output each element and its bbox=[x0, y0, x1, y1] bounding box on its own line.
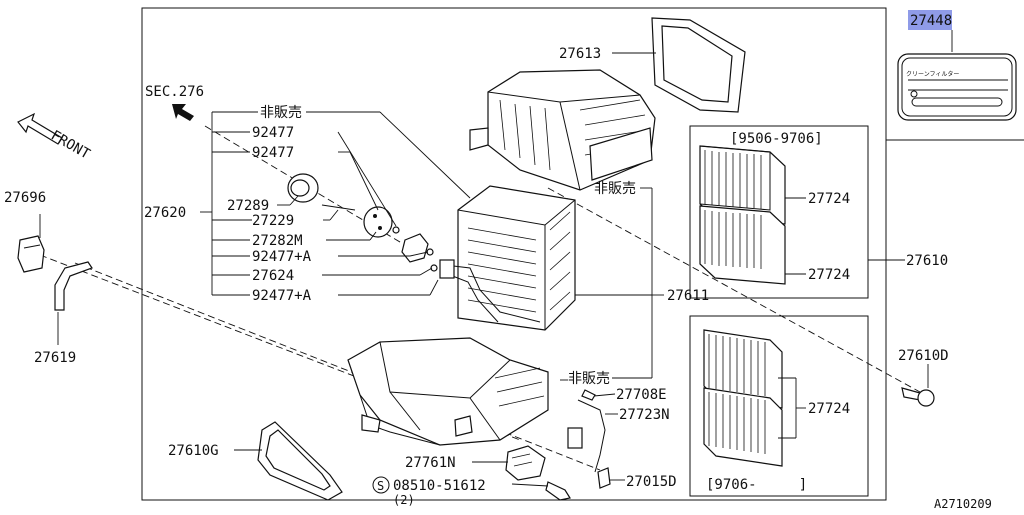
sec-label: SEC.276 bbox=[145, 84, 204, 100]
label-27610: 27610 bbox=[906, 253, 948, 269]
label-27723N: 27723N bbox=[619, 407, 670, 423]
part-27708E bbox=[581, 389, 596, 401]
clip-27015D bbox=[597, 467, 611, 489]
filter-group-1-frame bbox=[689, 125, 869, 299]
cabin-filter-1 bbox=[699, 145, 786, 225]
label-bolt-qty: (2) bbox=[393, 493, 415, 507]
main-frame bbox=[141, 7, 887, 501]
resistor-27761N bbox=[505, 445, 546, 481]
aspirator-27696 bbox=[17, 235, 45, 273]
bolt-symbol: S bbox=[377, 479, 384, 493]
screw-27610D bbox=[901, 387, 935, 407]
label-92477-b: 92477 bbox=[252, 145, 294, 161]
cabin-filter-3 bbox=[703, 329, 783, 409]
cabin-filter-4 bbox=[703, 387, 783, 467]
harness-27723N bbox=[567, 399, 606, 473]
front-arrow-icon bbox=[17, 112, 63, 145]
label-hanbai-2: 非販売 bbox=[594, 181, 636, 197]
front-label: FRONT bbox=[48, 128, 93, 163]
label-92477A-a: 92477+A bbox=[252, 249, 312, 265]
label-bolt-code: 08510-51612 bbox=[393, 478, 486, 494]
upper-case-part bbox=[469, 69, 656, 191]
label-27724-b: 27724 bbox=[808, 267, 850, 283]
label-27610G: 27610G bbox=[168, 443, 219, 459]
sec-arrow-icon bbox=[172, 104, 194, 121]
label-hanbai-1: 非販売 bbox=[260, 105, 302, 121]
expansion-valve-parts bbox=[287, 173, 438, 272]
part-labels: 27613 非販売 92477 92477 27289 27229 27282M… bbox=[4, 13, 992, 511]
label-hanbai-3: 非販売 bbox=[568, 371, 610, 387]
label-highlight bbox=[908, 10, 952, 30]
diagram-code: A2710209 bbox=[934, 497, 992, 511]
label-27229: 27229 bbox=[252, 213, 294, 229]
evaporator-part bbox=[439, 185, 576, 331]
filter-frame-27613 bbox=[651, 17, 746, 113]
label-frame bbox=[885, 8, 1024, 141]
label-27619: 27619 bbox=[34, 350, 76, 366]
label-range-2: [9706- ] bbox=[706, 477, 807, 493]
filter-label-text: クリーンフィルター bbox=[906, 70, 959, 78]
cabin-filter-2 bbox=[699, 205, 786, 285]
label-27448: 27448 bbox=[910, 13, 952, 29]
label-27289: 27289 bbox=[227, 198, 269, 214]
label-27708E: 27708E bbox=[616, 387, 667, 403]
label-27724-a: 27724 bbox=[808, 191, 850, 207]
label-27620: 27620 bbox=[144, 205, 186, 221]
bolt-08510 bbox=[545, 481, 571, 501]
seal-frame-27610G bbox=[257, 421, 343, 501]
filter-label-27448 bbox=[897, 10, 1017, 121]
lower-case-part bbox=[347, 337, 549, 446]
label-27015D: 27015D bbox=[626, 474, 677, 490]
label-27696: 27696 bbox=[4, 190, 46, 206]
label-92477A-b: 92477+A bbox=[252, 288, 312, 304]
hose-27619 bbox=[54, 261, 93, 311]
filter-group-2-frame bbox=[689, 315, 869, 497]
label-27611: 27611 bbox=[667, 288, 709, 304]
label-27613: 27613 bbox=[559, 46, 601, 62]
label-27282M: 27282M bbox=[252, 233, 303, 249]
label-27624: 27624 bbox=[252, 268, 294, 284]
label-range-1: [9506-9706] bbox=[730, 131, 823, 147]
leader-lines bbox=[39, 52, 929, 487]
label-27724-c: 27724 bbox=[808, 401, 850, 417]
label-27610D: 27610D bbox=[898, 348, 949, 364]
label-92477-a: 92477 bbox=[252, 125, 294, 141]
bolt-symbol-circle bbox=[372, 476, 390, 494]
label-27761N: 27761N bbox=[405, 455, 456, 471]
